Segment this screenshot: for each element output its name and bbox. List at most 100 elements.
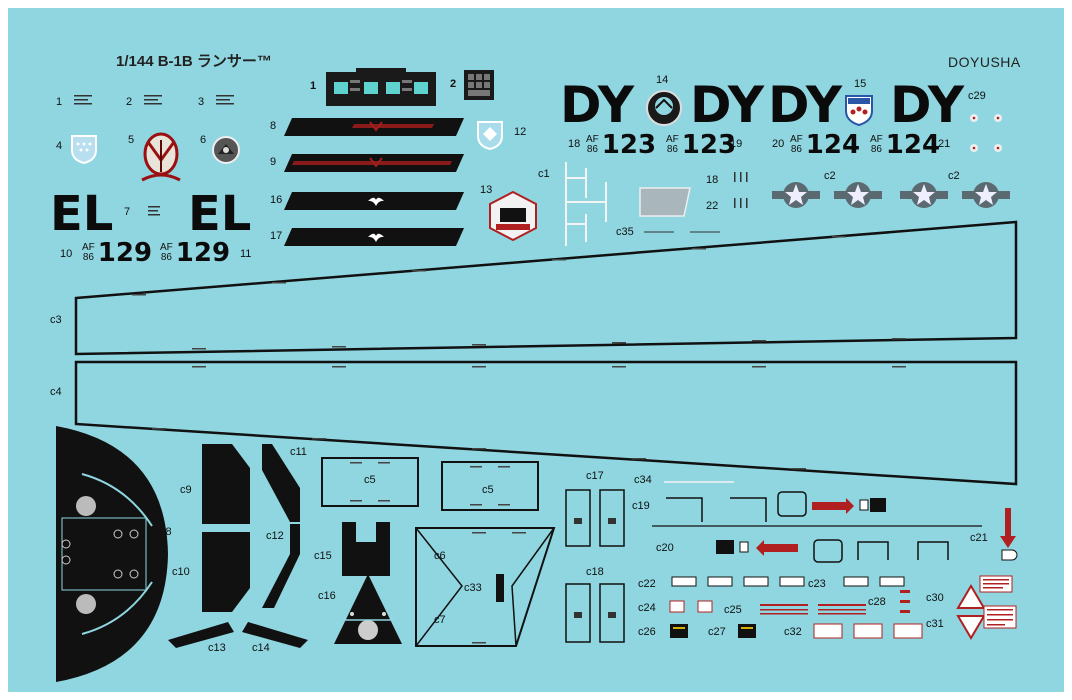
- fin-stripe-8: [284, 118, 464, 136]
- squadron-roundel-icon: [646, 90, 682, 126]
- stencil-block-1: [74, 95, 92, 105]
- stencil-c13: c13: [208, 642, 226, 654]
- stencil-c12: c12: [266, 530, 284, 542]
- c17-panels: [565, 489, 625, 547]
- decal-sheet: 1/144 B-1B ランサー™ DOYUSHA 1 2 3 4 5 6 EL …: [8, 8, 1064, 692]
- decal-number-14: 14: [656, 74, 669, 86]
- stencil-c7: c7: [434, 614, 446, 626]
- stencil-c23: c23: [808, 578, 826, 590]
- stencil-c22: c22: [638, 578, 656, 590]
- c12-shape-icon: [262, 524, 300, 608]
- decal-number-20: 20: [772, 138, 785, 150]
- stencil-c32: c32: [784, 626, 802, 638]
- stencil-c25: c25: [724, 604, 742, 616]
- stencil-c2-right: c2: [948, 170, 960, 182]
- serial-number: 129: [97, 238, 153, 268]
- stencil-c34: c34: [634, 474, 652, 486]
- c15-shape-icon: [342, 522, 390, 576]
- serial-number: 124: [885, 130, 941, 160]
- data-plate-icon: [979, 575, 1013, 593]
- c34-line: [664, 481, 734, 483]
- decal-number-19: 19: [730, 138, 743, 150]
- dy-code-3: DY: [768, 76, 843, 134]
- arrow-icon: [812, 498, 886, 514]
- serial-number: 123: [681, 130, 737, 160]
- c5-box-left: [321, 457, 419, 507]
- decal-number-10: 10: [60, 248, 73, 260]
- serial-year-label: 86: [870, 144, 882, 155]
- decal-number-22: 22: [706, 200, 719, 212]
- fin-stripe-9: [284, 154, 464, 172]
- unit-emblem-icon: [489, 190, 537, 242]
- stencil-block-2: [144, 95, 162, 105]
- el-code-left: EL: [50, 186, 114, 242]
- stencil-c27: c27: [708, 626, 726, 638]
- c26-plate: [670, 624, 688, 638]
- stencil-c6: c6: [434, 550, 446, 562]
- stencil-c26: c26: [638, 626, 656, 638]
- decal-number-3: 3: [198, 96, 205, 108]
- c13-c14-shapes: [168, 622, 308, 648]
- decal-number-7: 7: [124, 206, 131, 218]
- wing-crest-icon: [845, 95, 873, 127]
- small-stencils-18-22: [734, 172, 748, 208]
- data-plate-icon-2: [983, 605, 1017, 629]
- decal-number-13: 13: [480, 184, 493, 196]
- side-panel-icon: [464, 70, 494, 100]
- dy-code-1: DY: [560, 76, 635, 134]
- dy-code-4: DY: [890, 76, 965, 134]
- squadron-patch-icon: [212, 136, 240, 164]
- decal-number-17: 17: [270, 230, 283, 242]
- stencil-c3: c3: [50, 314, 62, 326]
- c27-plate: [738, 624, 756, 638]
- stencil-block-7: [148, 206, 160, 216]
- stencil-c19: c19: [632, 500, 650, 512]
- serial-af-label: AF: [586, 134, 599, 145]
- c23-stencils: [843, 576, 905, 587]
- decal-number-2-panel: 2: [450, 78, 457, 90]
- c32-boxes: [813, 623, 923, 639]
- stencil-block-3: [216, 95, 234, 105]
- stencil-c11: c11: [290, 446, 307, 458]
- decal-number-1: 1: [56, 96, 63, 108]
- c18-panels: [565, 583, 625, 643]
- stencil-c1: c1: [538, 168, 550, 180]
- c21-arrow-icon: [1000, 508, 1018, 561]
- decal-number-18-small: 18: [706, 174, 719, 186]
- stencil-c24: c24: [638, 602, 656, 614]
- stencil-c20: c20: [656, 542, 674, 554]
- c22-stencils: [671, 576, 805, 587]
- shield-crest-icon: [71, 135, 97, 165]
- decal-number-9: 9: [270, 156, 277, 168]
- decal-number-1-panel: 1: [310, 80, 317, 92]
- stencil-c2-left: c2: [824, 170, 836, 182]
- decal-number-11: 11: [240, 248, 252, 260]
- fin-stripe-17: [284, 228, 464, 246]
- serial-year-label: 86: [586, 144, 598, 155]
- stencil-c16: c16: [318, 590, 336, 602]
- decal-number-6: 6: [200, 134, 207, 146]
- serial-number: 123: [601, 130, 657, 160]
- stencil-c29: c29: [968, 90, 986, 102]
- wing-panels: [74, 220, 1018, 486]
- warning-triangle-icon: [956, 584, 986, 640]
- c1-outline-icon: [565, 162, 691, 246]
- serial-af-label: AF: [870, 134, 883, 145]
- decal-number-4: 4: [56, 140, 63, 152]
- serial-year-label: 86: [666, 144, 678, 155]
- roundel-star-icon: [772, 182, 1010, 208]
- stencil-c28: c28: [868, 596, 886, 608]
- stencil-c10: c10: [172, 566, 190, 578]
- sheet-title: 1/144 B-1B ランサー™: [116, 53, 272, 70]
- el-code-right: EL: [188, 186, 252, 242]
- serial-year-label: 86: [82, 252, 94, 263]
- serial-year-label: 86: [790, 144, 802, 155]
- c5-box-right: [441, 461, 539, 511]
- wing-panel-c4: [74, 360, 1018, 486]
- stencil-c5-left: c5: [364, 474, 376, 486]
- c16-shape-icon: [334, 574, 402, 644]
- brand-name: DOYUSHA: [948, 54, 1021, 70]
- serial-af-label: AF: [82, 242, 95, 253]
